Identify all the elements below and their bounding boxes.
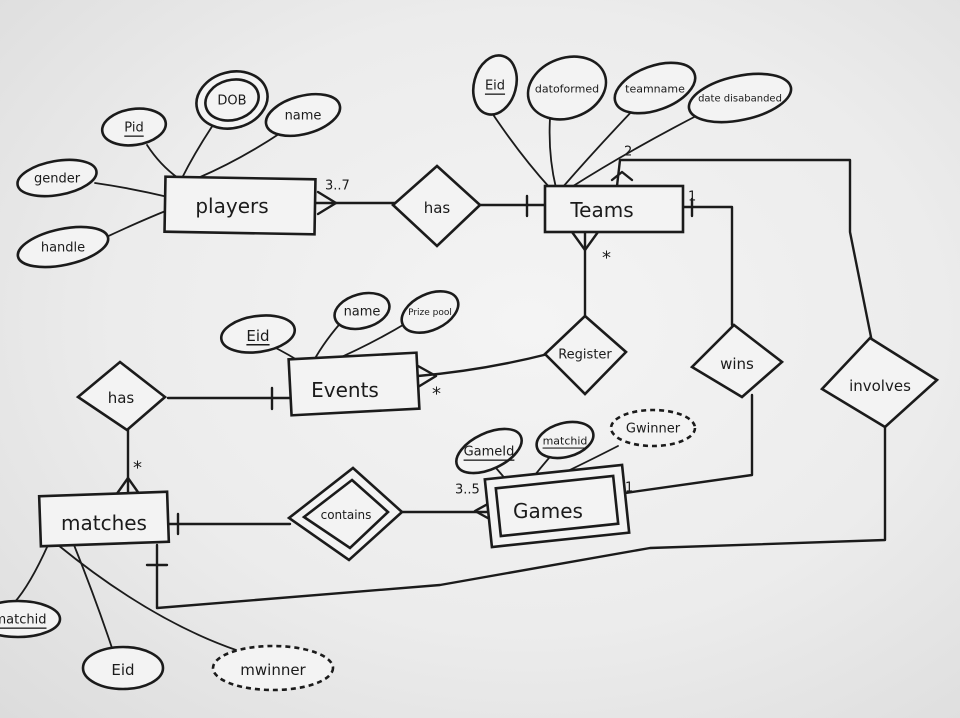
attribute-players-dob: DOB xyxy=(195,70,269,130)
svg-text:datoformed: datoformed xyxy=(535,83,599,96)
cardinality-teams-wins: 1 xyxy=(688,190,696,205)
line-players-name xyxy=(197,131,283,179)
crowfoot-events xyxy=(416,364,438,389)
line-players-dob xyxy=(181,121,216,179)
svg-text:date disabanded: date disabanded xyxy=(698,94,782,105)
attribute-games-matchid: matchid xyxy=(535,420,595,460)
line-players-gender xyxy=(94,182,169,198)
attribute-teams-datedisbanded: date disabanded xyxy=(687,72,793,124)
attribute-players-pid: Pid xyxy=(100,107,168,147)
entity-matches-label: matches xyxy=(61,511,147,535)
attribute-players-gender: gender xyxy=(16,158,98,198)
relationship-wins[interactable]: wins xyxy=(689,323,785,399)
crowfoot-players xyxy=(316,190,338,216)
cardinality-teams-register: * xyxy=(602,248,611,269)
svg-text:Pid: Pid xyxy=(124,121,143,136)
cardinality-teams-involves: 2 xyxy=(624,145,632,160)
line-wins-games xyxy=(623,393,754,495)
line-teams-eid xyxy=(489,109,551,189)
line-events-register xyxy=(416,352,550,378)
svg-text:Eid: Eid xyxy=(485,79,505,94)
entity-teams[interactable]: Teams xyxy=(543,184,685,234)
crowfoot-teams xyxy=(570,230,600,252)
svg-text:handle: handle xyxy=(41,241,85,256)
attribute-teams-dateformed: datoformed xyxy=(526,55,608,121)
relationship-has-label: has xyxy=(424,199,451,217)
relationship-has-events-label: has xyxy=(108,389,135,407)
line-teams-teamname xyxy=(561,107,636,189)
entity-matches[interactable]: matches xyxy=(37,490,171,548)
cardinality-games-contains: 3..5 xyxy=(455,483,480,498)
attribute-players-handle: handle xyxy=(16,225,110,269)
line-involves-matches xyxy=(155,423,887,610)
relationship-involves[interactable]: involves xyxy=(819,336,940,429)
svg-text:Prize pool: Prize pool xyxy=(408,308,452,318)
attribute-events-prizepool: Prize pool xyxy=(400,290,460,334)
svg-text:mwinner: mwinner xyxy=(240,661,306,679)
entity-games-label: Games xyxy=(513,499,583,523)
attribute-games-gameid: GameId xyxy=(455,427,523,475)
svg-text:GameId: GameId xyxy=(464,445,515,460)
cardinality-labels: 3..7 2 1 * * * 3..5 1 xyxy=(133,145,696,498)
entity-games-weak[interactable]: Games xyxy=(483,463,631,549)
svg-text:Eid: Eid xyxy=(111,661,134,679)
line-teams-involves xyxy=(615,158,874,344)
line-matches-mwinner xyxy=(57,544,237,651)
attribute-matches-eid: Eid xyxy=(81,645,165,691)
svg-text:Gwinner: Gwinner xyxy=(626,422,681,437)
attribute-events-name: name xyxy=(333,291,391,331)
relationship-involves-label: involves xyxy=(849,377,911,395)
svg-text:matchid: matchid xyxy=(543,435,588,448)
line-teams-wins xyxy=(681,205,734,327)
svg-text:name: name xyxy=(285,109,322,124)
entity-players[interactable]: players xyxy=(163,175,317,236)
cardinality-events-register: * xyxy=(432,384,441,405)
crowfoot-matches xyxy=(114,476,142,497)
line-players-handle xyxy=(99,209,169,241)
relationship-register[interactable]: Register xyxy=(543,314,628,396)
attribute-teams-eid: Eid xyxy=(471,54,519,116)
relationship-contains-label: contains xyxy=(321,508,372,522)
line-teams-datedisbanded xyxy=(569,113,701,189)
svg-text:DOB: DOB xyxy=(217,94,246,109)
attribute-events-eid: Eid xyxy=(219,314,297,354)
entity-events[interactable]: Events xyxy=(287,351,421,417)
svg-text:gender: gender xyxy=(34,172,81,187)
relationship-register-label: Register xyxy=(558,348,612,363)
entity-teams-label: Teams xyxy=(569,198,633,222)
line-matches-eid xyxy=(73,544,113,649)
attribute-games-gwinner: Gwinner xyxy=(609,408,697,448)
crowfoot-teams-involves xyxy=(610,170,634,182)
attribute-matches-mwinner: mwinner xyxy=(211,644,335,692)
cardinality-games-wins: 1 xyxy=(625,481,633,496)
entity-players-label: players xyxy=(195,194,268,218)
cardinality-players-has: 3..7 xyxy=(325,179,350,194)
cardinality-matches-has: * xyxy=(133,458,142,479)
line-players-pid xyxy=(146,144,179,179)
attribute-matches-matchid: matchid xyxy=(0,599,62,639)
line-matches-matchid xyxy=(13,544,49,604)
svg-text:name: name xyxy=(344,305,381,320)
relationship-has-events-matches[interactable]: has xyxy=(75,360,168,432)
entity-events-label: Events xyxy=(311,378,379,402)
relationship-wins-label: wins xyxy=(720,355,754,373)
line-teams-dateformed xyxy=(548,117,557,189)
attribute-teams-teamname: teamname xyxy=(613,61,697,115)
attribute-players-name: name xyxy=(264,92,342,138)
svg-text:matchid: matchid xyxy=(0,613,46,628)
relationship-has-players-teams[interactable]: has xyxy=(391,164,482,248)
relationship-contains-identifying[interactable]: contains xyxy=(286,466,404,562)
svg-text:Eid: Eid xyxy=(246,327,269,345)
svg-text:teamname: teamname xyxy=(625,83,685,96)
